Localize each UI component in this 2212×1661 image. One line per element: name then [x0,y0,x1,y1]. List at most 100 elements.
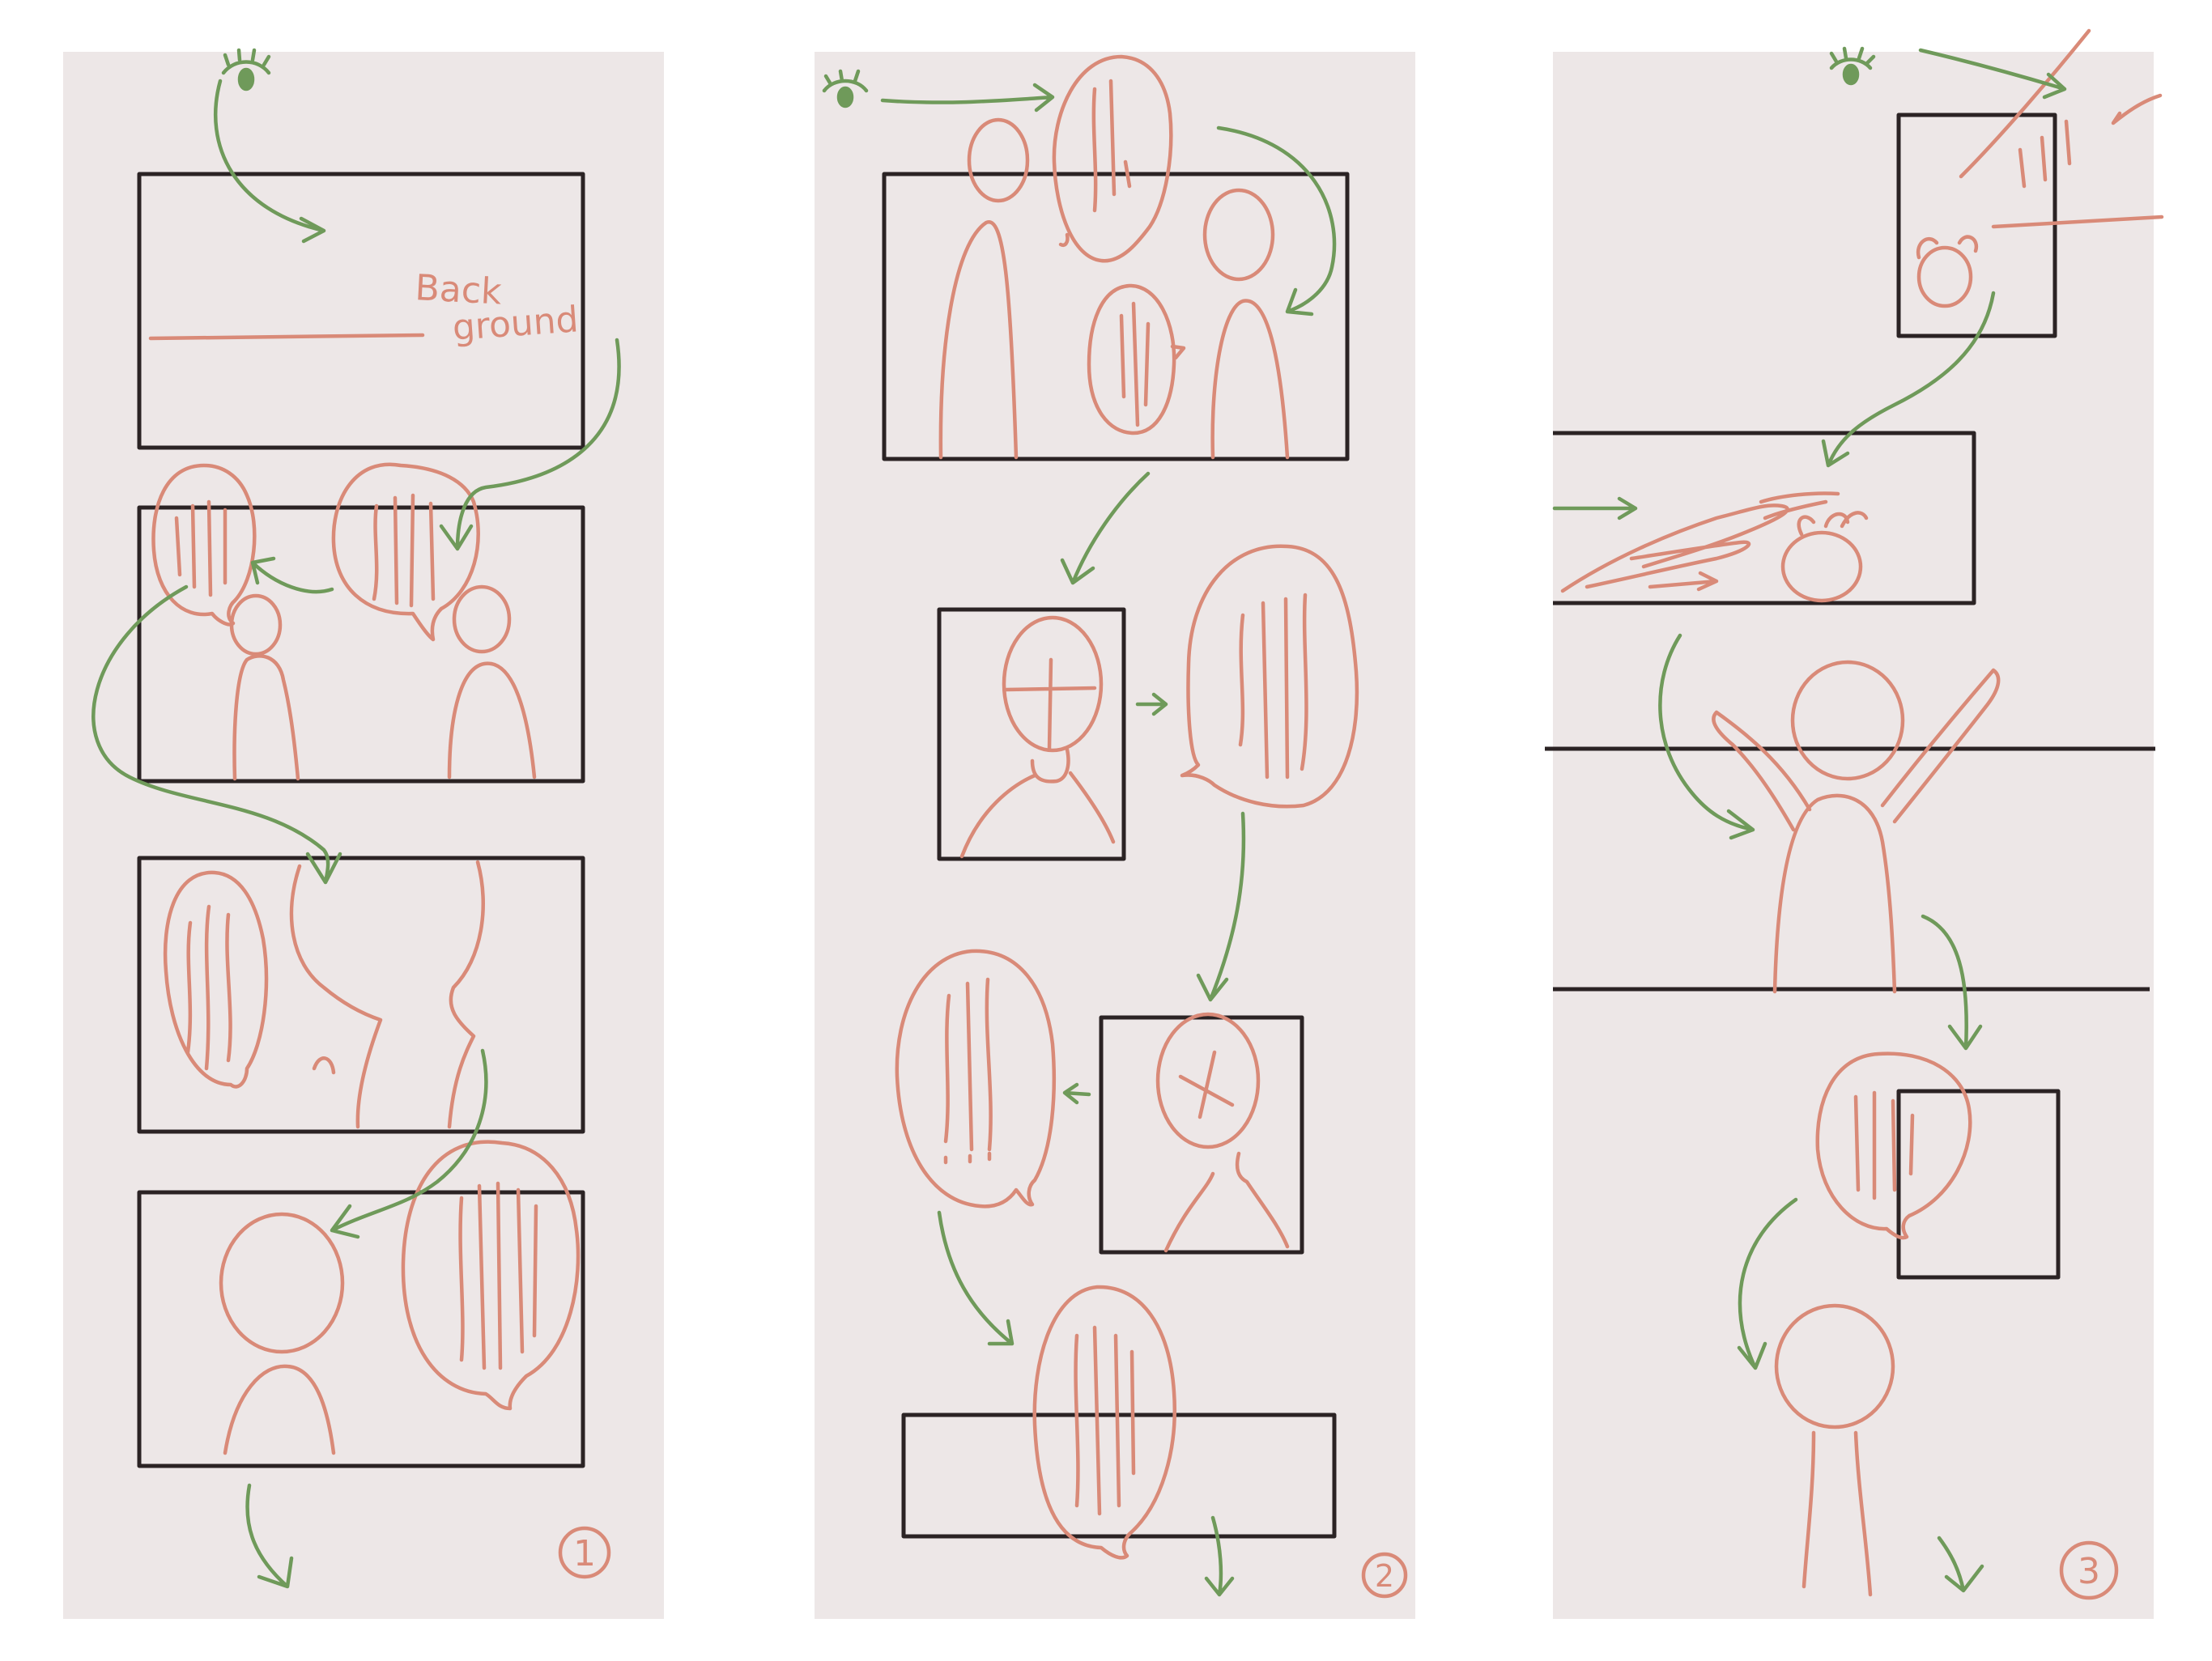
panel-frame [137,1190,585,1468]
character-body [938,220,1019,460]
character-body [1210,299,1290,460]
panel-frame [882,172,1350,461]
face-guide-cross [1003,657,1097,751]
speech-bubble [1032,1285,1176,1560]
reading-arrow [1552,496,1638,520]
character-body [223,1364,336,1455]
character-head [229,593,283,656]
reading-arrow [1216,125,1337,316]
page-number-circle [1361,1552,1408,1599]
panel-frame [137,856,585,1134]
speech-text-lines [1091,79,1132,213]
sketch-figures: Back ground [148,267,611,1579]
speech-text-lines [1238,593,1308,780]
panel-frame [1896,113,2057,338]
eye-icon [1829,46,1876,86]
character-shoulders [959,747,1116,859]
page-number: 3 [2078,1551,2100,1592]
character-head-closeup [289,860,485,1129]
horizon-line [148,333,425,341]
eye-icon [221,48,271,91]
speech-bubble [401,1140,581,1411]
sheet-3: 3 [1545,28,2164,1600]
sketch-figures [895,54,1408,1599]
panel-frame-open [1553,431,1976,605]
speech-text-lines [372,493,436,608]
character-body [1802,1430,1873,1597]
page-number-circle [2059,1540,2119,1600]
speech-text-lines [1074,1325,1136,1516]
hair-scribble [1797,511,1869,537]
character-head-closeup [1002,615,1104,753]
character-body [232,654,300,781]
speech-bubble [1815,1051,1972,1240]
reading-arrow [91,584,342,885]
reading-arrow [1658,633,1755,840]
character-head [452,584,512,654]
speech-bubble [331,462,480,642]
speech-bubble [1052,54,1173,263]
sheet-backgrounds [63,52,2154,1619]
reading-arrow [1918,48,2067,100]
panel-frame [1099,1015,1304,1255]
background-label-line2: ground [451,299,580,349]
hair-scribble [1916,235,1979,260]
panel-frames [137,172,585,1468]
reading-path [1552,46,2067,1593]
page-number-circle [558,1526,611,1579]
character-head [1790,660,1905,781]
speech-bubble [895,949,1057,1209]
sheet-1: Back ground 1 [91,48,621,1589]
reading-arrow [245,1483,294,1589]
falling-figure [1959,28,2164,229]
sheet-3-background [1553,52,2154,1619]
speech-bubble [1087,283,1176,435]
page-number: 2 [1375,1558,1394,1594]
background-label-line1: Back [414,267,503,313]
reading-arrow [880,83,1055,113]
reading-arrow [1821,291,1996,468]
reading-arrow [213,79,326,244]
character-body [447,661,537,780]
panel-frame [137,505,585,784]
speech-tail [1058,232,1070,248]
reading-path [822,69,1337,1597]
reading-arrow [1937,1536,1984,1593]
character-hand [312,1056,336,1075]
character-head [967,117,1030,203]
panel-frame [1896,1089,2061,1280]
sheet-1-background [63,52,664,1619]
reading-arrow [1737,1197,1798,1370]
reading-arrow [250,556,334,594]
reading-arrow [1204,1515,1235,1597]
character-shoulders [1163,1151,1290,1253]
panel-frame [937,607,1126,861]
eye-icon [822,69,869,108]
lying-figure [1560,491,1840,593]
page-number: 1 [573,1533,596,1574]
reading-arrow [937,1210,1015,1346]
character-head [1202,188,1275,282]
panel-frame [137,172,585,450]
speech-text-lines [1119,301,1151,427]
character-head [1916,245,1973,308]
speech-text-lines [943,977,993,1152]
speech-text-lines [1853,1090,1915,1200]
speech-text-lines [174,499,228,597]
speech-tail [1170,344,1186,360]
sheet-2: 2 [822,54,1408,1599]
reading-path [91,48,621,1589]
speech-bubble [1180,544,1359,809]
speech-text-lines [458,1181,538,1370]
face-guide-cross [1178,1050,1235,1119]
reading-arrow [1135,692,1168,716]
reading-arrow [1060,471,1151,585]
reading-arrow [1196,811,1246,1002]
character-arm [1880,668,2001,824]
panel-frames [1545,113,2155,1280]
reading-arrow [1062,1082,1091,1105]
character-arm [1712,710,1812,832]
character-head-closeup [1155,1012,1261,1149]
